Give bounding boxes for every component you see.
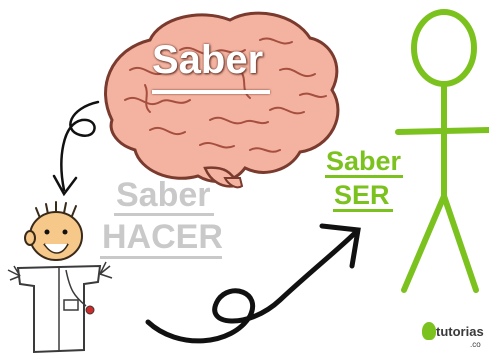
arrow-to-doctor	[52, 100, 100, 197]
saber-ser-label-bottom: SER	[334, 180, 390, 210]
tutorias-logo: tutorias .co	[420, 318, 486, 354]
saber-hacer-underline-bottom	[100, 256, 222, 259]
saber-hacer-label-top: Saber	[116, 176, 211, 214]
saber-hacer-label-bottom: HACER	[102, 218, 223, 256]
logo-text: tutorias	[436, 324, 484, 339]
saber-ser-underline-bottom	[333, 209, 393, 212]
arrow-to-stick-figure	[145, 223, 361, 344]
saber-ser-underline-top	[325, 175, 403, 178]
brain-label-underline	[152, 90, 270, 94]
logo-domain: .co	[470, 340, 481, 349]
logo-mark-icon	[422, 322, 436, 340]
brain-illustration	[104, 11, 340, 189]
doctor-illustration	[7, 201, 113, 354]
saber-hacer-underline-top	[114, 213, 214, 216]
brain-saber-label: Saber	[152, 38, 264, 82]
stick-figure-illustration	[395, 9, 489, 293]
saber-ser-label-top: Saber	[326, 146, 402, 176]
